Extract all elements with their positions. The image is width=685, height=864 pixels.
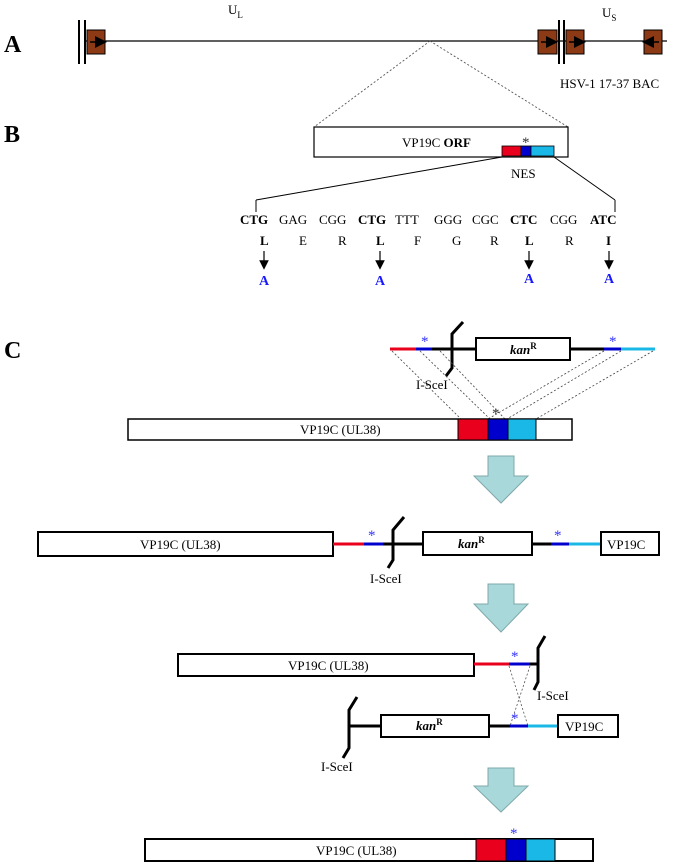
- isce-site: [341, 696, 359, 759]
- codon: ATC: [590, 212, 616, 227]
- isce-site: [444, 320, 465, 377]
- vp19c-short-label: VP19C: [607, 537, 645, 552]
- mutation-residue: A: [259, 274, 270, 289]
- process-arrow-3: [472, 767, 530, 813]
- residue-row: L E R L F G R L R I: [260, 233, 611, 248]
- residue: G: [452, 233, 461, 248]
- codon: GAG: [279, 212, 307, 227]
- integrated-construct: [37, 516, 660, 569]
- kan-label: kanR: [458, 535, 485, 551]
- codon: GGG: [434, 212, 462, 227]
- isce-label: I-SceI: [321, 759, 353, 774]
- star-marker: *: [421, 334, 429, 350]
- star-marker: *: [368, 528, 376, 544]
- recombination-lines: [391, 350, 654, 420]
- star-marker: *: [511, 711, 519, 727]
- genome-map: [78, 20, 667, 64]
- codon: CTG: [240, 212, 268, 227]
- nes-red-segment: [501, 145, 522, 157]
- vp19c-label: VP19C (UL38): [288, 658, 369, 673]
- transfer-cassette: [390, 320, 655, 377]
- residue: L: [376, 233, 385, 248]
- kan-label: kanR: [510, 341, 537, 357]
- codon: CGC: [472, 212, 499, 227]
- panel-label-a: A: [4, 32, 22, 58]
- ul-label: UL: [228, 2, 243, 20]
- mutation-residue: A: [375, 274, 386, 289]
- zoom-line-right: [429, 40, 569, 128]
- mutation-row: A A A A: [259, 272, 615, 289]
- residue: R: [565, 233, 574, 248]
- residue: L: [260, 233, 269, 248]
- codon: CTG: [358, 212, 386, 227]
- excision-upper-strand: [177, 635, 547, 691]
- mutation-residue: A: [524, 272, 535, 287]
- codon-row: CTG GAG CGG CTG TTT GGG CGC CTC CGG ATC: [240, 212, 616, 227]
- kan-label: kanR: [416, 717, 443, 733]
- vp19c-label: VP19C (UL38): [300, 422, 381, 437]
- nes-label: NES: [511, 166, 536, 181]
- mutation-residue: A: [604, 272, 615, 287]
- residue: R: [338, 233, 347, 248]
- star-marker: *: [554, 528, 562, 544]
- isce-label: I-SceI: [370, 571, 402, 586]
- process-arrow-2: [472, 583, 530, 633]
- star-marker: *: [492, 406, 500, 422]
- zoom-line-left: [313, 40, 431, 128]
- residue: E: [299, 233, 307, 248]
- codon: TTT: [395, 212, 419, 227]
- codon: CGG: [550, 212, 577, 227]
- bac-label: HSV-1 17-37 BAC: [560, 76, 659, 91]
- isce-site: [532, 635, 547, 691]
- orf-label: VP19C ORF: [402, 135, 471, 150]
- crossover-lines: [508, 665, 531, 727]
- residue: F: [414, 233, 421, 248]
- isce-label: I-SceI: [537, 688, 569, 703]
- isce-label: I-SceI: [416, 377, 448, 392]
- isce-site: [386, 516, 406, 569]
- mutation-arrows: [259, 251, 614, 270]
- codon: CTC: [510, 212, 537, 227]
- vp19c-gene-bar-final: [144, 838, 594, 862]
- process-arrow-1: [472, 455, 530, 504]
- vp19c-label: VP19C (UL38): [316, 843, 397, 858]
- star-marker: *: [510, 826, 518, 842]
- panel-label-b: B: [4, 122, 20, 148]
- nes-cyan-segment: [530, 145, 555, 157]
- residue: I: [606, 233, 611, 248]
- vp19c-orf-box: [313, 126, 569, 158]
- seq-zoom-right: [553, 156, 616, 201]
- star-marker: *: [609, 334, 617, 350]
- seq-zoom-left: [255, 156, 503, 201]
- residue: L: [525, 233, 534, 248]
- codon: CGG: [319, 212, 346, 227]
- residue: R: [490, 233, 499, 248]
- panel-label-c: C: [4, 338, 21, 364]
- excision-lower-strand: [341, 696, 619, 759]
- us-label: US: [602, 5, 616, 23]
- orf-star: *: [522, 135, 530, 151]
- vp19c-label: VP19C (UL38): [140, 537, 221, 552]
- vp19c-short-label: VP19C: [565, 719, 603, 734]
- star-marker: *: [511, 649, 519, 665]
- vp19c-gene-bar-1: [127, 418, 573, 441]
